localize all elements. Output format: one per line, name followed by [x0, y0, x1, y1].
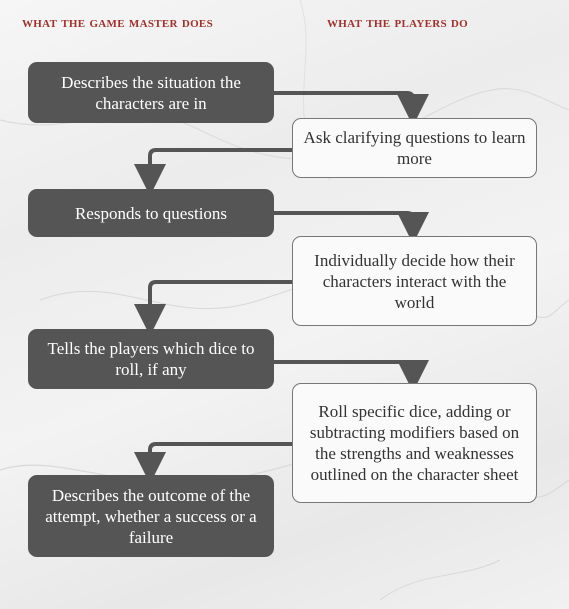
arrow-gm3-to-pl3	[272, 360, 429, 392]
gm-step-dice-to-roll: Tells the players which dice to roll, if…	[28, 329, 274, 389]
arrow-gm2-to-pl2	[272, 211, 429, 244]
gm-column-header: What the game master does	[22, 15, 213, 31]
gm-step-respond: Responds to questions	[28, 189, 274, 237]
player-step-ask-questions: Ask clarifying questions to learn more	[292, 118, 537, 178]
arrow-pl3-to-gm4	[134, 442, 292, 484]
arrow-pl2-to-gm3	[134, 280, 292, 336]
arrow-pl1-to-gm2	[134, 148, 292, 196]
player-step-decide-interaction: Individually decide how their characters…	[292, 236, 537, 326]
gm-step-describe-situation: Describes the situation the characters a…	[28, 62, 274, 123]
gm-step-describe-outcome: Describes the outcome of the attempt, wh…	[28, 475, 274, 557]
player-step-roll-dice: Roll specific dice, adding or subtractin…	[292, 383, 537, 503]
arrow-gm1-to-pl1	[272, 91, 429, 126]
players-column-header: What the players do	[327, 15, 469, 31]
